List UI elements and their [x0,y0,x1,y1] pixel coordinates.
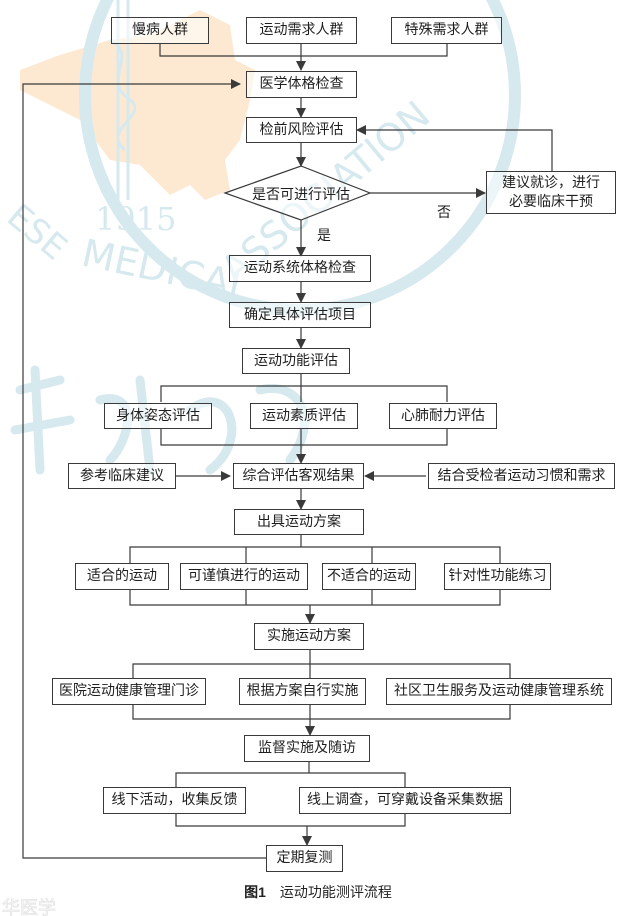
referral-line-1: 建议就诊，进行 [502,174,600,191]
connector-implement-split [132,649,511,679]
connector-assess-merge [160,428,448,446]
node-exercise-population: 运动需求人群 [246,17,357,44]
node-caution-exercise: 可谨慎进行的运动 [180,563,308,590]
node-supervise: 监督实施及随访 [244,735,370,762]
node-clinical-advice: 参考临床建议 [68,463,176,489]
connector-followup-merge [175,813,406,827]
figure-caption: 图1 运动功能测评流程 [0,882,636,902]
node-community-system: 社区卫生服务及运动健康管理系统 [386,678,612,705]
connector-function-split [160,374,448,402]
node-posture-assess: 身体姿态评估 [104,403,212,429]
decision-label: 是否可进行评估 [252,187,350,203]
node-chronic-population: 慢病人群 [111,17,209,44]
node-online-survey: 线上调查，可穿戴设备采集数据 [299,787,511,814]
node-hospital-clinic: 医院运动健康管理门诊 [52,678,206,705]
node-prescription: 出具运动方案 [234,509,364,535]
node-synthesis: 综合评估客观结果 [233,463,364,489]
node-suitable-exercise: 适合的运动 [75,563,169,590]
label-no: 否 [437,205,451,221]
caption-number: 图1 [244,884,266,900]
node-targeted-training: 针对性功能练习 [444,563,551,590]
decision-diamond [223,165,372,221]
watermark-corner-text: 华医学 [2,898,56,916]
node-fitness-assess: 运动素质评估 [250,403,358,429]
node-medical-exam: 医学体格检查 [246,71,357,98]
node-self-implement: 根据方案自行实施 [239,678,366,705]
node-implement: 实施运动方案 [254,623,364,650]
watermark-china-map [20,10,255,200]
watermark-year: 1915 [95,200,176,238]
connector-supervise-split [175,761,406,787]
arrow-loop-back-to-exam [22,79,267,859]
node-offline-activity: 线下活动，收集反馈 [103,787,246,814]
arrow-referral-back [356,125,553,172]
label-yes: 是 [317,228,331,244]
node-cardio-assess: 心肺耐力评估 [389,403,497,429]
node-reassess: 定期复测 [266,845,343,872]
node-unsuitable-exercise: 不适合的运动 [322,563,416,590]
node-determine-items: 确定具体评估项目 [229,302,371,328]
node-referral: 建议就诊，进行 必要临床干预 [486,171,616,214]
node-risk-assess: 检前风险评估 [246,117,357,143]
node-motor-exam: 运动系统体格检查 [229,255,371,282]
caption-title: 运动功能测评流程 [279,885,392,901]
node-habits: 结合受检者运动习惯和需求 [428,463,615,489]
connector-channels-merge [132,704,511,720]
referral-line-2: 必要临床干预 [509,193,593,210]
node-function-assess: 运动功能评估 [242,348,350,374]
connector-plans-merge [129,589,501,606]
connector-populations-merge [159,44,448,57]
node-special-population: 特殊需求人群 [391,17,502,44]
connector-prescription-split [129,534,501,564]
